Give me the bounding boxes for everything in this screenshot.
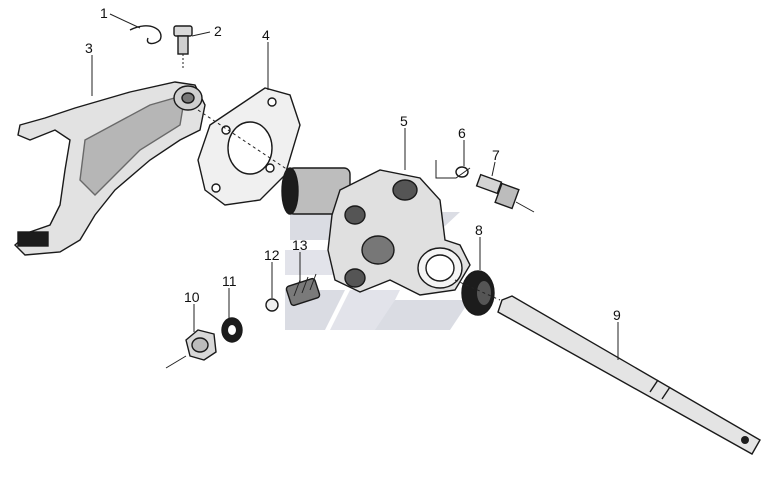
callout-7: 7 [492, 147, 500, 163]
callout-5: 5 [400, 113, 408, 129]
part-7-bolt [475, 173, 535, 213]
callout-3: 3 [85, 40, 93, 56]
callout-12: 12 [264, 247, 280, 263]
part-13-spring [285, 273, 321, 307]
callout-8: 8 [475, 222, 483, 238]
part-8-oil-seal [461, 270, 495, 316]
part-11-washer [221, 317, 243, 343]
callout-labels: 1 2 3 4 5 6 7 8 9 10 11 12 13 [85, 5, 621, 323]
part-2-bolt [173, 25, 193, 70]
callout-4: 4 [262, 27, 270, 43]
leader-lines [91, 13, 619, 360]
callout-9: 9 [613, 307, 621, 323]
part-3-shift-fork [13, 81, 206, 256]
callout-13: 13 [292, 237, 308, 253]
callout-11: 11 [222, 273, 237, 289]
callout-1: 1 [100, 5, 108, 21]
part-9-shaft [497, 295, 761, 455]
part-10-plug [165, 329, 217, 369]
part-12-ball [265, 298, 279, 312]
part-4-gasket [197, 87, 301, 206]
part-1-wire [129, 25, 162, 45]
callout-2: 2 [214, 23, 222, 39]
callout-6: 6 [458, 125, 466, 141]
part-5-housing [281, 167, 471, 296]
assembly-axis-lines [197, 109, 501, 301]
callout-10: 10 [184, 289, 200, 305]
part-6-clip [455, 166, 469, 178]
